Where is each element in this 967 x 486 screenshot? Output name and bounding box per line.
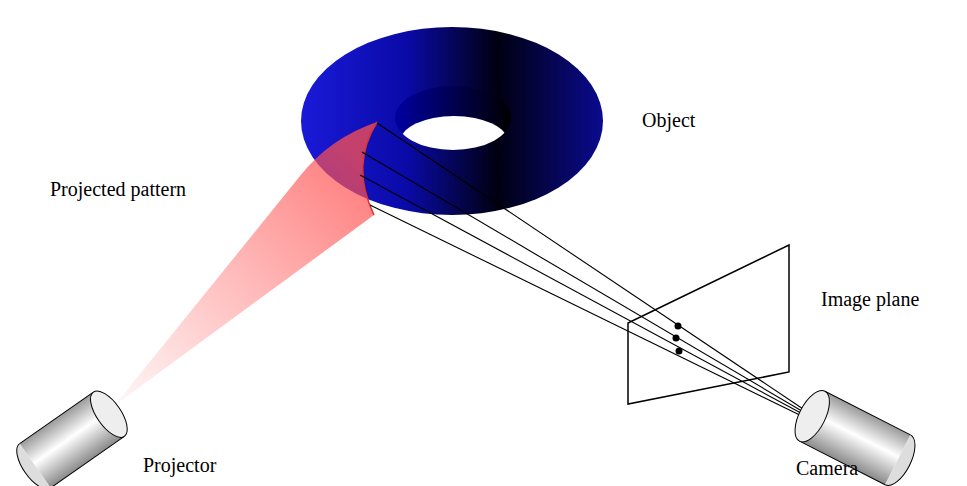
- projected-stripe: [363, 122, 377, 215]
- torus-hole: [400, 116, 508, 168]
- figure-label: Projected pattern: [50, 177, 186, 201]
- figure-label: Image plane: [821, 287, 919, 311]
- image-points: [673, 323, 683, 355]
- camera-rays: [360, 123, 812, 421]
- projected-beam: [115, 122, 377, 405]
- image-plane: [628, 245, 789, 404]
- figure-label: Camera: [796, 456, 858, 480]
- camera-symbol: [788, 385, 922, 486]
- figure-label: Object: [642, 108, 695, 132]
- projector-symbol: [10, 385, 134, 486]
- figure-label: Projector: [143, 453, 216, 477]
